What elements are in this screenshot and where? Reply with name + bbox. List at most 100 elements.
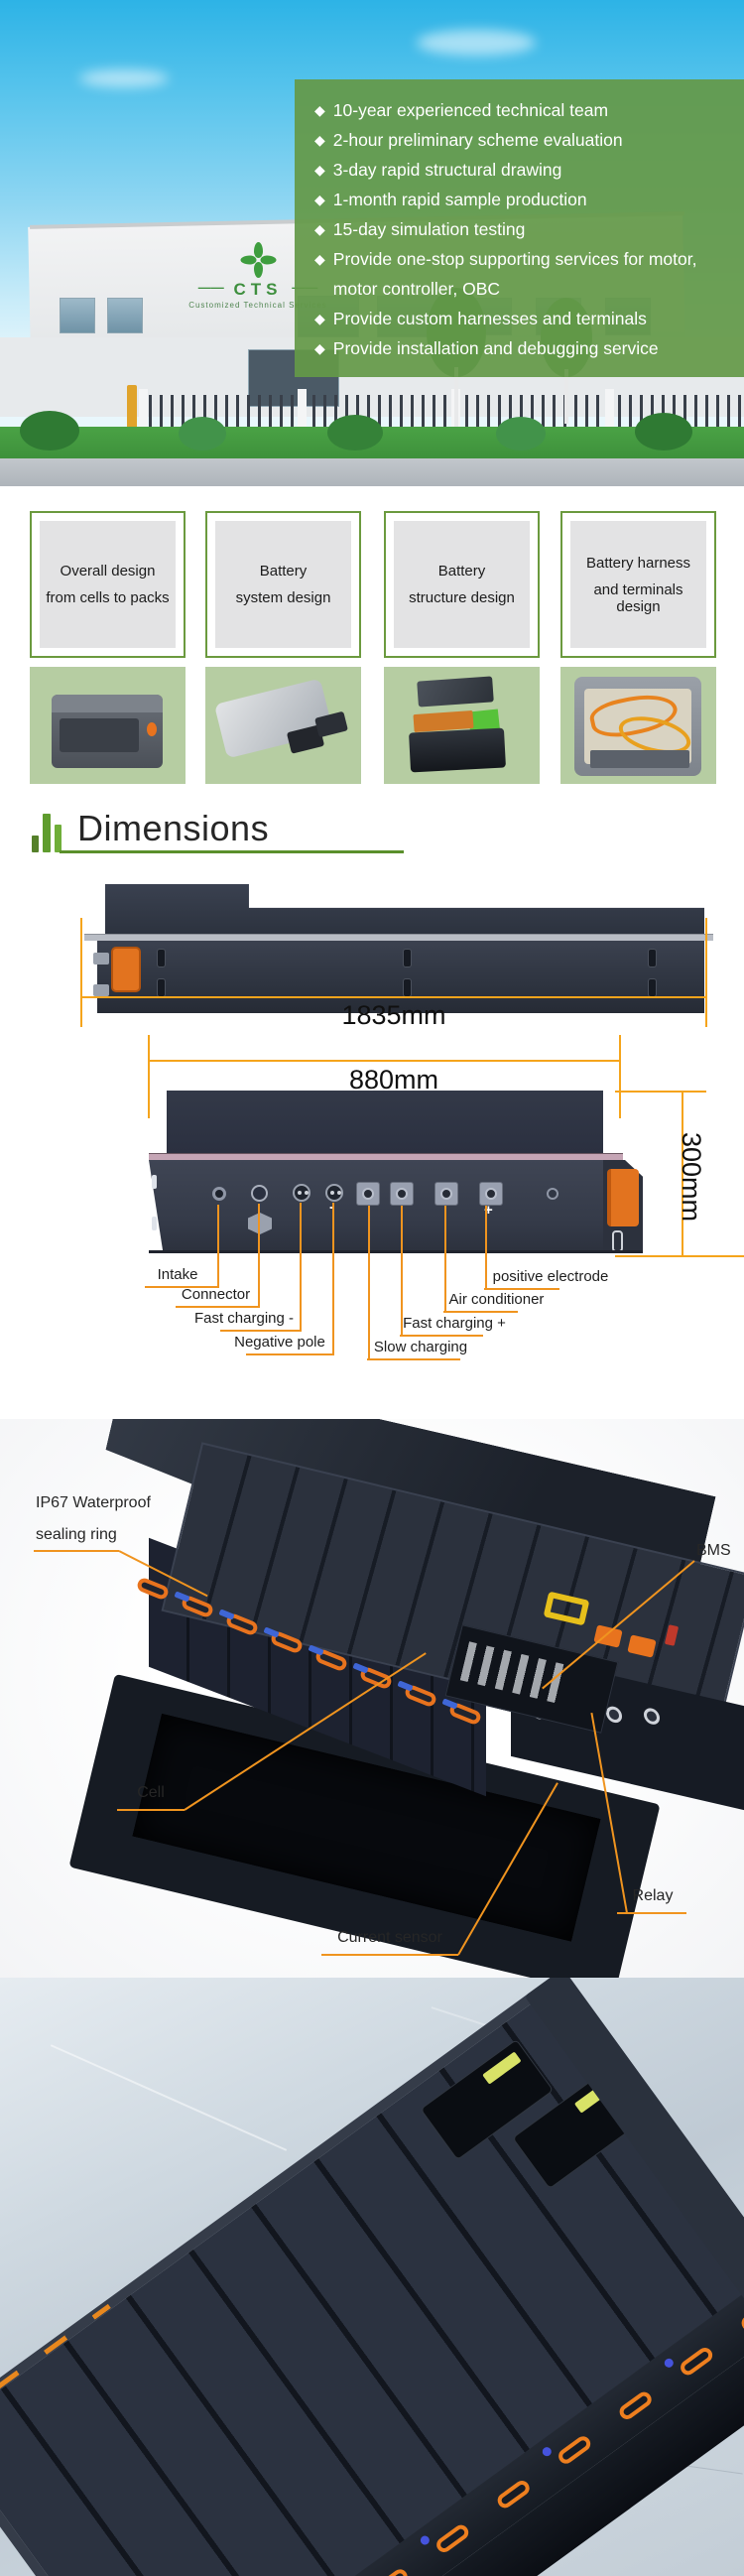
pack-front-view-rail [149,1153,623,1161]
fast-charging-minus-port [293,1184,310,1202]
feature-text: Provide installation and debugging servi… [332,338,659,358]
diamond-bullet-icon: ◆ [314,162,325,178]
callout-line [217,1205,219,1287]
dim-line [80,918,82,1027]
callout-line [485,1206,487,1289]
barrier-gate [127,385,137,441]
width-dimension: 880mm [348,1065,439,1095]
slow-charging-port [356,1182,380,1206]
bush [20,411,79,451]
pack-on-ice-photo [0,1978,744,2576]
diamond-bullet-icon: ◆ [314,102,325,118]
diamond-bullet-icon: ◆ [314,340,325,356]
capability-card: Overall design from cells to packs [30,511,186,658]
heading-bar-icon [55,825,62,852]
controller-render-image [205,667,361,784]
card-text-line: and terminals design [593,580,683,615]
ip67-label-line2: sealing ring [36,1526,117,1543]
heading-underline [60,850,404,853]
cts-pinwheel-icon [240,242,277,278]
callout-line [145,1286,219,1288]
feature-text: Provide custom harnesses and terminals [332,309,647,328]
callout-line [484,1288,559,1290]
flange-slot [152,1217,157,1230]
feature-item: ◆ 2-hour preliminary scheme evaluation [314,125,732,155]
dim-line [615,1091,706,1093]
connector-port [251,1185,268,1202]
feature-text: 1-month rapid sample production [332,190,587,209]
plus-mark: + [484,1202,493,1219]
factory-photo: —— CTS —— Customized Technical Services … [0,0,744,486]
heading-bar-icon [32,836,39,852]
company-tagline: Customized Technical Services [188,301,327,310]
card-text-line: Battery [437,563,486,580]
harness-render-image [560,667,716,784]
dim-line [682,1091,683,1257]
small-port [547,1188,558,1200]
fast-charging-minus-label: Fast charging - [193,1310,295,1327]
intake-port [212,1187,226,1201]
callout-line [367,1358,460,1360]
feature-list: ◆ 10-year experienced technical team ◆ 2-h… [295,79,744,377]
building-window [107,298,143,333]
feature-item: ◆ Provide installation and debugging serv… [314,333,732,363]
mount-slot [648,949,657,967]
fence-pillar [605,389,614,447]
mount-slot [157,949,166,967]
bush [635,413,692,451]
card-text-line: Battery harness [585,554,691,572]
callout-line [258,1204,260,1307]
diamond-bullet-icon: ◆ [314,311,325,326]
intake-label: Intake [157,1266,198,1283]
diamond-bullet-icon: ◆ [314,221,325,237]
fast-charging-plus-port [390,1182,414,1206]
orange-connector [111,947,141,992]
callout-line [300,1203,302,1331]
dim-line [615,1255,744,1257]
dim-line [148,1060,621,1062]
negative-pole-port [325,1184,343,1202]
air-conditioner-label: Air conditioner [448,1291,545,1308]
callout-line [401,1206,403,1336]
pack-front-view-top [167,1091,603,1153]
ip67-label-line1: IP67 Waterproof [36,1494,151,1511]
card-text-line: Overall design [60,563,156,580]
card-text-line: structure design [409,589,515,606]
dim-line [705,918,707,1027]
road [0,458,744,486]
diamond-bullet-icon: ◆ [314,132,325,148]
card-text-line: from cells to packs [46,589,170,606]
flange-slot [152,1175,157,1189]
side-plug [93,953,109,965]
heading-bar-icon [43,814,51,852]
cell-label: Cell [137,1784,165,1801]
hex-plug [248,1213,272,1234]
fence-pillar [139,389,148,447]
capability-card: Battery structure design [384,511,540,658]
feature-item: ◆1-month rapid sample production [314,185,732,214]
connector-label: Connector [181,1286,251,1303]
pack-bottom-edge [149,1250,643,1253]
pack-side-view-body [97,941,704,1013]
feature-text: 2-hour preliminary scheme evaluation [332,130,623,150]
cloud [417,30,536,56]
pack-front-view-face [149,1160,623,1252]
callout-line [246,1353,334,1355]
air-conditioner-port [434,1182,458,1206]
pack-side-view-rail [84,934,713,941]
section-title: Dimensions [77,808,270,848]
cloud [79,69,169,87]
card-text-line: Battery [259,563,308,580]
dim-line [80,996,707,998]
flange-slot [612,1230,623,1252]
dim-line [148,1035,150,1118]
feature-text: 10-year experienced technical team [332,100,609,120]
feature-item: ◆Provide one-stop supporting services fo… [314,244,732,304]
feature-text: 15-day simulation testing [332,219,526,239]
mount-slot [403,978,412,997]
callout-line [443,1311,518,1313]
slow-charging-label: Slow charging [373,1339,468,1355]
feature-text: Provide one-stop supporting services for… [332,249,697,299]
